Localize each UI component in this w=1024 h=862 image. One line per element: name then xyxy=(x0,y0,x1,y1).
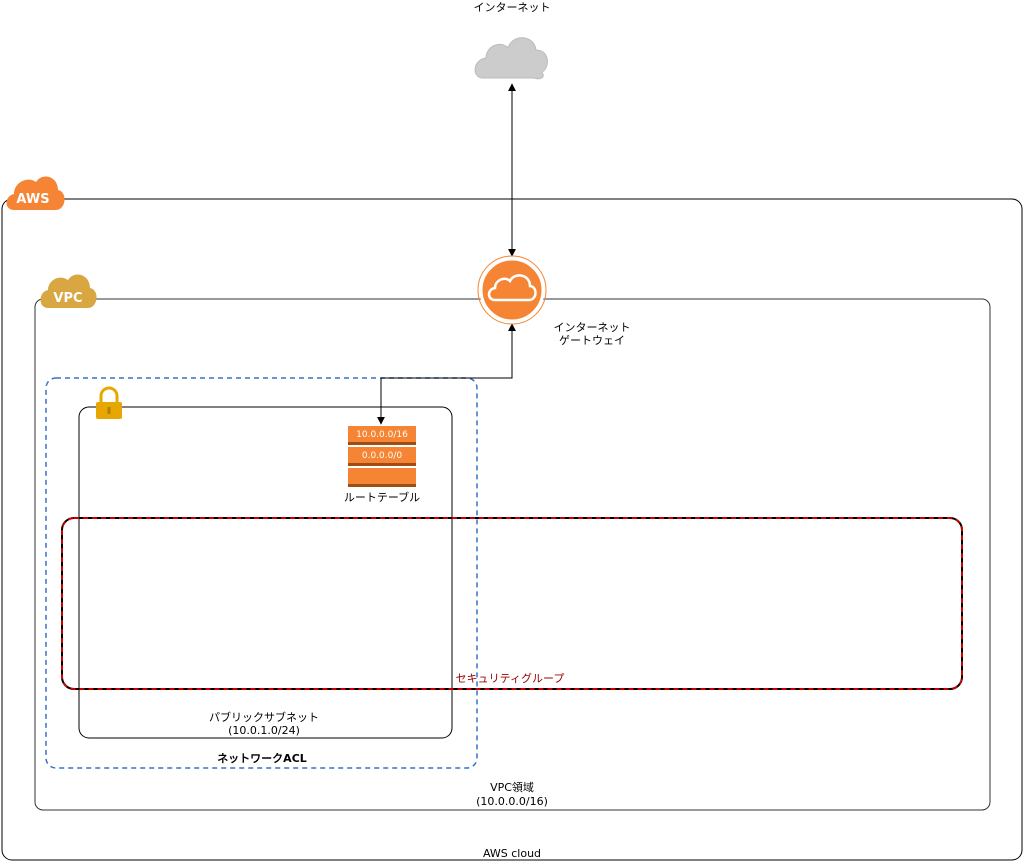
aws-badge-text: AWS xyxy=(16,192,49,207)
aws-badge: AWS xyxy=(6,176,65,210)
public-subnet-label: パブリックサブネット xyxy=(209,710,319,724)
route-table-row: 0.0.0.0/0 xyxy=(362,451,403,461)
cloud-icon xyxy=(474,37,548,80)
igw-label-line2: ゲートウェイ xyxy=(559,334,625,347)
internet-label: インターネット xyxy=(474,1,551,14)
internet-gateway-icon xyxy=(477,255,547,325)
vpc-cidr: (10.0.0.0/16) xyxy=(476,795,548,808)
vpc-label: VPC領域 xyxy=(490,780,534,794)
network-acl-label: ネットワークACL xyxy=(217,752,307,765)
route-table-icon: 10.0.0.0/16 0.0.0.0/0 xyxy=(348,426,416,487)
public-subnet-container xyxy=(78,406,453,739)
route-table-row: 10.0.0.0/16 xyxy=(356,430,408,440)
network-acl-boundary xyxy=(45,377,478,769)
lock-icon xyxy=(96,386,122,419)
security-group-label: セキュリティグループ xyxy=(456,671,565,685)
security-group-boundary xyxy=(61,517,963,690)
vpc-badge-text: VPC xyxy=(53,291,82,306)
igw-routetable-connector xyxy=(377,323,516,425)
public-subnet-cidr: (10.0.1.0/24) xyxy=(228,724,300,737)
route-table-label: ルートテーブル xyxy=(344,490,420,504)
vpc-badge: VPC xyxy=(40,274,97,308)
aws-cloud-label: AWS cloud xyxy=(483,847,541,860)
igw-label-line1: インターネット xyxy=(554,321,631,334)
